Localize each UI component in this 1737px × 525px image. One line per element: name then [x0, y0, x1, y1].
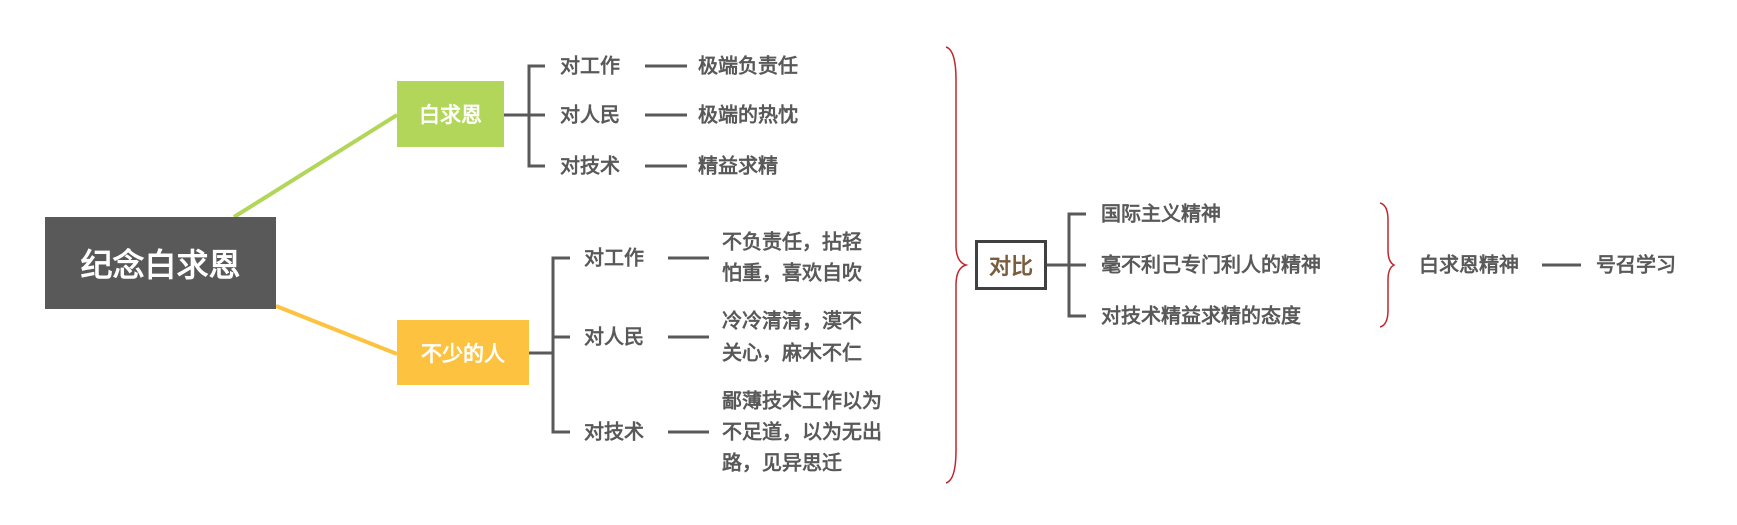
- bethune-aspect-work[interactable]: 对工作: [560, 53, 620, 78]
- root-to-bethune-line: [232, 113, 399, 219]
- summary-node[interactable]: 白求恩精神: [1419, 252, 1519, 277]
- others-value-people-line2: 关心，麻木不仁: [722, 340, 862, 365]
- bethune-value-tech[interactable]: 精益求精: [698, 153, 778, 178]
- root-node[interactable]: 纪念白求恩: [45, 217, 276, 309]
- bethune-aspect-tech[interactable]: 对技术: [560, 153, 620, 178]
- comparison-item-3[interactable]: 对技术精益求精的态度: [1101, 303, 1301, 328]
- others-value-tech-line1: 鄙薄技术工作以为: [722, 388, 882, 413]
- bethune-value-people[interactable]: 极端的热忱: [698, 102, 798, 127]
- conclusion-node[interactable]: 号召学习: [1596, 252, 1676, 277]
- others-value-work-line2: 怕重，喜欢自吹: [722, 260, 862, 285]
- bethune-value-work[interactable]: 极端负责任: [698, 53, 798, 78]
- others-value-tech-line2: 不足道，以为无出: [722, 419, 882, 444]
- comparison-item-2[interactable]: 毫不利己专门利人的精神: [1101, 252, 1321, 277]
- bethune-aspect-people[interactable]: 对人民: [560, 102, 620, 127]
- others-aspect-tech[interactable]: 对技术: [584, 419, 644, 444]
- bethune-node[interactable]: 白求恩: [397, 81, 504, 147]
- big-brace: [945, 46, 969, 484]
- root-to-others-line: [275, 304, 398, 356]
- others-value-work-line1: 不负责任，拈轻: [722, 229, 862, 254]
- others-bracket: [529, 256, 570, 434]
- bethune-dashes: [645, 64, 687, 168]
- comparison-node[interactable]: 对比: [975, 240, 1047, 290]
- others-value-tech-line3: 路，见异思迁: [722, 450, 842, 475]
- small-brace: [1379, 202, 1396, 328]
- comparison-item-1[interactable]: 国际主义精神: [1101, 201, 1221, 226]
- others-dashes: [668, 256, 709, 434]
- others-value-people-line1: 冷冷清清，漠不: [722, 308, 862, 333]
- comparison-bracket: [1044, 212, 1086, 318]
- others-node[interactable]: 不少的人: [397, 320, 529, 385]
- others-aspect-people[interactable]: 对人民: [584, 324, 644, 349]
- bethune-bracket: [504, 64, 545, 168]
- others-aspect-work[interactable]: 对工作: [584, 245, 644, 270]
